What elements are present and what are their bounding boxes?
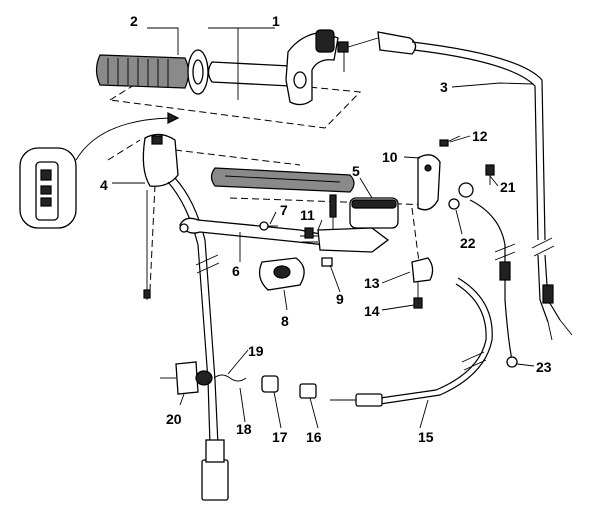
handlebar-tube (210, 167, 355, 193)
callout-23: 23 (536, 359, 552, 375)
callout-labels: 1 2 3 4 5 6 7 8 9 10 11 12 13 14 15 16 1… (100, 13, 552, 445)
callout-15: 15 (418, 429, 434, 445)
callout-19: 19 (248, 343, 264, 359)
switch-housing (142, 133, 229, 501)
callout-13: 13 (364, 275, 380, 291)
callout-3: 3 (440, 79, 448, 95)
callout-7: 7 (280, 202, 288, 218)
clutch-cable-parts (448, 164, 518, 368)
callout-6: 6 (232, 263, 240, 279)
throttle-assembly (207, 29, 339, 106)
small-fasteners (259, 221, 333, 267)
callout-2: 2 (130, 13, 138, 29)
callout-11: 11 (300, 207, 315, 223)
callout-4: 4 (100, 177, 108, 193)
callout-14: 14 (364, 303, 380, 319)
callout-22: 22 (460, 235, 476, 251)
clamp (258, 257, 305, 291)
callout-16: 16 (306, 429, 322, 445)
callout-17: 17 (272, 429, 288, 445)
switch-inset-detail (19, 112, 180, 229)
callout-12: 12 (472, 128, 488, 144)
callout-21: 21 (500, 179, 516, 195)
handlebar-grip (95, 49, 209, 95)
callout-9: 9 (336, 291, 344, 307)
leader-lines (112, 27, 535, 429)
mirror-bracket (411, 135, 461, 309)
callout-10: 10 (382, 149, 398, 165)
callout-1: 1 (272, 13, 280, 29)
throttle-cable (337, 31, 573, 341)
brake-cable (330, 277, 493, 407)
stop-light-switch (160, 361, 317, 399)
callout-5: 5 (352, 163, 360, 179)
left-mounting-screw (143, 289, 151, 300)
callout-18: 18 (236, 421, 252, 437)
callout-8: 8 (281, 313, 289, 329)
master-cylinder (300, 194, 399, 253)
callout-20: 20 (166, 411, 182, 427)
